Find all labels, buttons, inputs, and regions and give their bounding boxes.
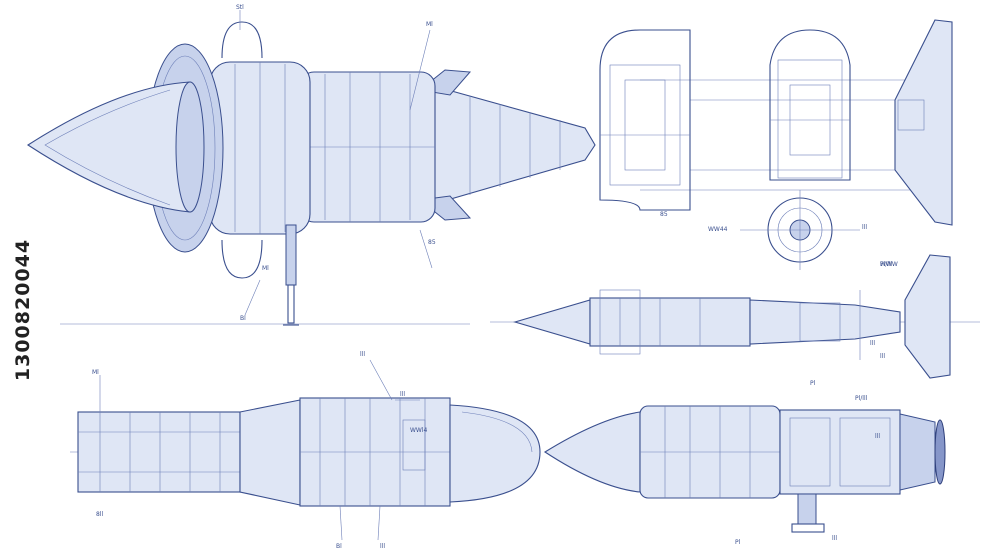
svg-text:85: 85 <box>660 211 668 218</box>
svg-text:Ml: Ml <box>426 21 433 28</box>
svg-text:Bl: Bl <box>240 315 246 322</box>
svg-text:lll: lll <box>360 351 365 358</box>
svg-text:lll: lll <box>400 391 405 398</box>
svg-text:8ll: 8ll <box>96 511 103 518</box>
svg-text:WWW: WWW <box>880 261 898 268</box>
svg-text:lll: lll <box>875 433 880 440</box>
svg-text:Ml: Ml <box>262 265 269 272</box>
svg-text:Pl: Pl <box>735 539 741 546</box>
svg-text:lll: lll <box>870 340 875 347</box>
middle-right-side-view: Pl/lll lll lll <box>490 254 980 379</box>
bottom-right-3d-view: Pl Pl/lll lll Pl lll <box>543 380 946 546</box>
svg-text:WWl4: WWl4 <box>410 427 428 434</box>
svg-text:Ml: Ml <box>92 369 99 376</box>
main-engine-view: Stl Ml 85 Ml Bl <box>26 4 596 326</box>
svg-text:Bl: Bl <box>336 543 342 550</box>
svg-text:lll: lll <box>832 535 837 542</box>
svg-text:WW44: WW44 <box>708 226 728 233</box>
top-right-side-view: WW44 lll WWW 85 <box>599 19 953 270</box>
bottom-left-side-view: Ml WWl4 lll lll Bl lll 8ll <box>70 351 541 550</box>
svg-text:lll: lll <box>380 543 385 550</box>
svg-text:Pl: Pl <box>810 380 816 387</box>
svg-text:lll: lll <box>862 224 867 231</box>
svg-text:Pl/lll: Pl/lll <box>855 395 868 402</box>
svg-text:85: 85 <box>428 239 436 246</box>
svg-text:lll: lll <box>880 353 885 360</box>
side-stock-id-text: 1300820044 <box>12 238 34 382</box>
svg-text:Stl: Stl <box>236 4 244 11</box>
svg-text:Pl/lll: Pl/lll <box>880 261 893 268</box>
